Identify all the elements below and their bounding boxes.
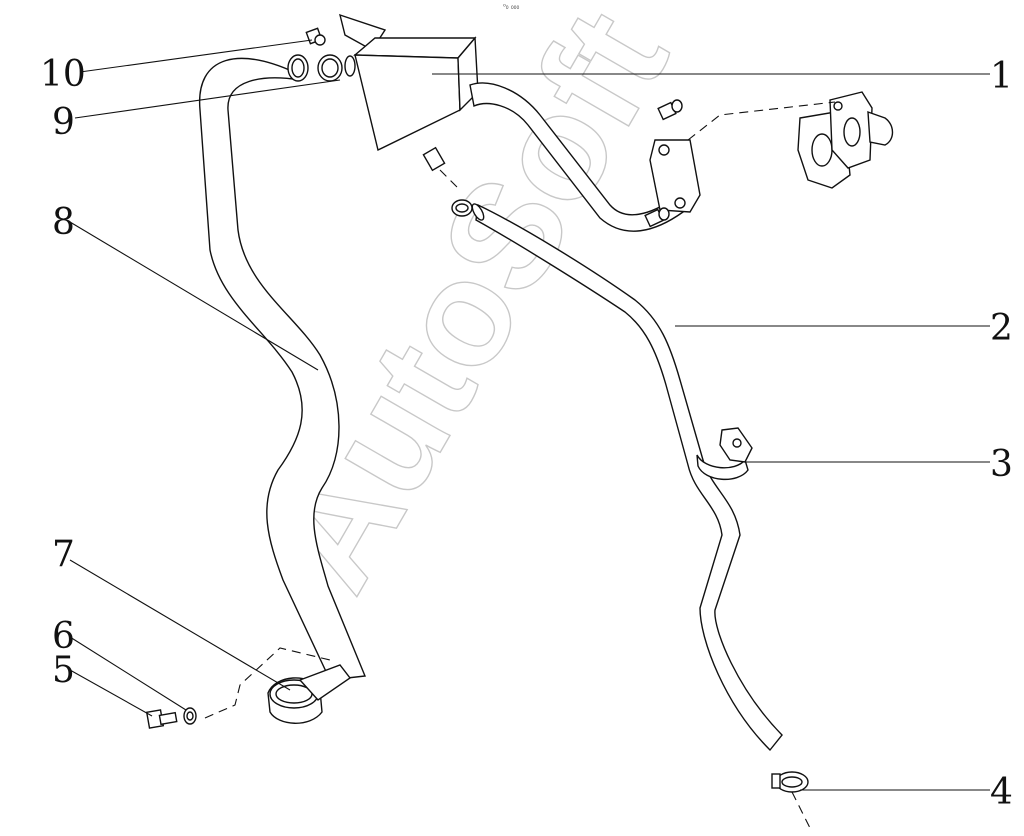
callout-10: 10 bbox=[40, 54, 86, 95]
top-mark: ⁰₀ ₀₀₀ bbox=[503, 3, 519, 11]
part-4-hose-clamp bbox=[771, 771, 809, 793]
part-5-bolt bbox=[145, 709, 178, 729]
flange-bolt-bottom bbox=[644, 207, 670, 228]
callout-8: 8 bbox=[52, 202, 75, 243]
part-7-pipe-end bbox=[267, 664, 352, 724]
small-bolt-top bbox=[305, 27, 326, 46]
part-10-ring bbox=[287, 54, 309, 82]
callout-5: 5 bbox=[52, 650, 75, 691]
assembly-line-pipe-end bbox=[204, 647, 331, 719]
part-2-right-hose bbox=[471, 203, 783, 752]
callout-6: 6 bbox=[52, 616, 75, 657]
thermostat-housing bbox=[797, 91, 894, 189]
leader-10 bbox=[79, 39, 313, 73]
callout-1: 1 bbox=[990, 56, 1013, 97]
flange-bolt-top bbox=[657, 99, 683, 121]
leader-9 bbox=[74, 79, 341, 119]
part-8-left-pipe bbox=[199, 57, 366, 681]
part-6-washer bbox=[183, 707, 197, 725]
callout-4: 4 bbox=[990, 772, 1013, 813]
leader-5 bbox=[69, 669, 153, 717]
callout-9: 9 bbox=[52, 102, 75, 143]
assembly-line-clamp bbox=[791, 791, 813, 833]
leader-7 bbox=[69, 559, 291, 691]
callout-7: 7 bbox=[52, 534, 75, 575]
callout-2: 2 bbox=[990, 308, 1013, 349]
leader-6 bbox=[69, 636, 187, 711]
callout-3: 3 bbox=[990, 444, 1013, 485]
hose-clamp-upper bbox=[451, 199, 473, 217]
leader-8 bbox=[69, 221, 319, 371]
part-9-ring bbox=[317, 54, 356, 82]
pipe-flange bbox=[649, 139, 701, 213]
part-3-clamp bbox=[696, 427, 753, 481]
assembly-line-inlet bbox=[439, 169, 461, 191]
